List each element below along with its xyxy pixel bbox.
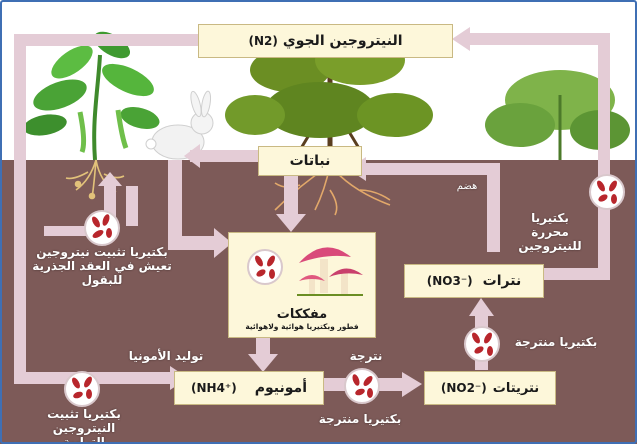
nitrifying-bacteria-right-label: بكتيريا منترجة [506,336,606,350]
arrow-head-to-n2 [452,27,470,51]
bacteria-nitrifying-bottom [345,369,379,403]
soil-fixing-bacteria-label: بكتيريا تثبيت النيتروجين الترابية [34,408,134,444]
decomposers-box: مفككات فطور وبكتيريا هوائية ولاهوائية [228,232,376,338]
nitrites-label: نتريتات [493,381,539,396]
ammonium-formula: (NH4⁺) [191,381,237,395]
assimilation-label: هضم [442,181,492,193]
ammonium-label: أمونيوم [255,380,307,396]
plants-box: نباتات [258,146,362,176]
bacteria-denitrifying [590,175,624,209]
mushroom-icon [297,247,363,295]
decomposers-label: مفككات [277,307,327,322]
bacteria-nitrifying-right [465,327,499,361]
ammonium-box: أمونيوم (NH4⁺) [174,371,324,405]
atmospheric-nitrogen-label: النيتروجين الجوي [283,33,403,49]
nitrites-formula: (NO2⁻) [441,381,487,395]
nitrates-formula: (NO3⁻) [427,274,473,288]
plants-label: نباتات [290,153,331,169]
decomposer-bacteria-icon [248,250,282,284]
atmospheric-nitrogen-box: النيتروجين الجوي (N2) [198,24,453,58]
bacteria-soil-fixing [65,372,99,406]
nitrites-box: نتريتات (NO2⁻) [424,371,556,405]
bean-plant-illustration [22,26,162,160]
ammonification-label: توليد الأمونيا [116,350,216,364]
root-nodule-bacteria-label: بكتيريا تثبيت نيتروجين تعيش في العقد الج… [28,246,176,287]
decomposers-illustration [237,237,367,301]
decomposers-sublabel: فطور وبكتيريا هوائية ولاهوائية [245,322,358,331]
nitrification-label: نترجة [336,350,396,364]
denitrifying-bacteria-label: بكتيريا محررة للنيتروجين [512,212,588,253]
nitrates-box: نترات (NO3⁻) [404,264,544,298]
nitrifying-bacteria-bottom-label: بكتيريا منترجة [300,413,420,427]
bacteria-root-nodule [85,211,119,245]
nitrates-label: نترات [483,273,522,289]
atmospheric-nitrogen-formula: (N2) [248,34,277,48]
